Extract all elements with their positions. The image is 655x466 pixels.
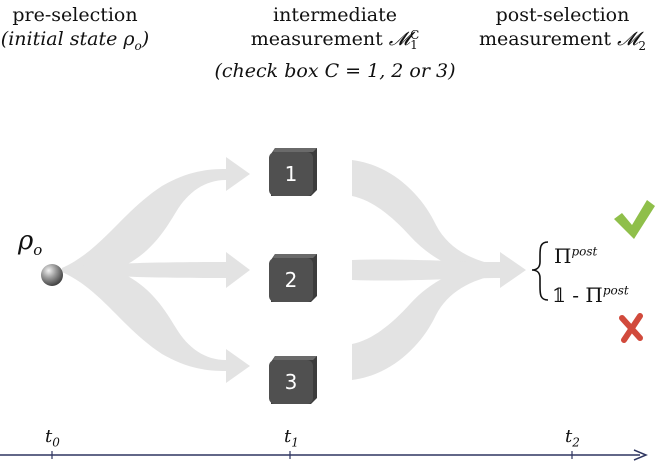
- outcome-fail-label: 𝟙 - Πpost: [552, 283, 629, 307]
- initial-state-symbol: ρo: [18, 226, 43, 260]
- pre-selection-title: pre-selection: [12, 4, 138, 26]
- pre-selection-header: pre-selection (initial state ρo): [0, 3, 150, 58]
- measurement-box-3: 3: [265, 354, 321, 406]
- check-box-note: (check box C = 1, 2 or 3): [214, 60, 456, 82]
- branch-arrow-mid: [62, 252, 250, 288]
- branch-arrows-left: [62, 157, 250, 383]
- measurement-box-2: 2: [265, 252, 321, 304]
- time-label-t1: t1: [284, 426, 299, 450]
- box-label-3: 3: [284, 370, 298, 394]
- branch-arrow-down: [62, 272, 250, 383]
- box-label-2: 2: [284, 268, 298, 292]
- initial-state-label: (initial state ρo): [0, 28, 150, 53]
- outcome-brace: [531, 241, 549, 301]
- branch-arrow-up: [62, 157, 250, 268]
- outcome-pass-label: Πpost: [554, 244, 598, 268]
- sphere-icon: [41, 264, 63, 286]
- box-label-1: 1: [284, 162, 298, 186]
- merge-arrow-down: [352, 262, 500, 380]
- merge-arrows-right: [352, 160, 526, 380]
- post-selection-header: post-selection measurement 𝓜2: [470, 3, 655, 58]
- post-selection-title: post-selection: [495, 4, 630, 26]
- time-axis: [0, 449, 648, 461]
- cross-icon: [619, 313, 643, 343]
- merge-arrow-up: [352, 160, 500, 278]
- merge-arrow-mid: [352, 252, 526, 288]
- post-measurement-label: measurement 𝓜2: [479, 28, 646, 53]
- check-icon: [614, 200, 655, 239]
- intermediate-title: intermediate: [273, 4, 397, 26]
- time-label-t2: t2: [565, 426, 580, 450]
- time-label-t0: t0: [45, 426, 60, 450]
- measurement-box-1: 1: [265, 146, 321, 198]
